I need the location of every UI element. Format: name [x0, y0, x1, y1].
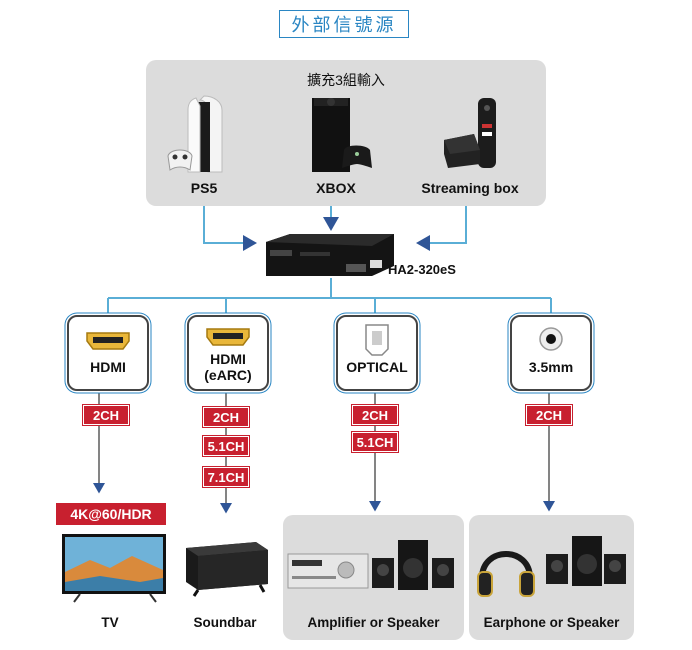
- port-hdmi-earc-label: HDMI (eARC): [204, 351, 252, 383]
- port-hdmi-earc: HDMI (eARC): [187, 315, 269, 391]
- port-hdmi: HDMI: [67, 315, 149, 391]
- hdmi-port-icon: [86, 332, 130, 350]
- ps5-connector: [203, 206, 257, 251]
- soundbar-label: Soundbar: [193, 615, 257, 630]
- earphone-speaker-label: Earphone or Speaker: [483, 615, 620, 630]
- streaming-box-image: [444, 98, 496, 168]
- badge-earc-2ch: 2CH: [203, 407, 249, 427]
- audio-jack-icon: [539, 327, 563, 351]
- port-3-5mm-label: 3.5mm: [528, 359, 574, 375]
- badge-earc-7-1ch: 7.1CH: [203, 467, 249, 487]
- amplifier-speaker-image: [287, 540, 454, 590]
- optical-port-icon: [365, 324, 389, 356]
- badge-optical-2ch: 2CH: [352, 405, 398, 425]
- earphone-speaker-image: [477, 536, 626, 597]
- soundbar-image: [186, 542, 268, 597]
- badge-earc-5-1ch: 5.1CH: [203, 436, 249, 456]
- sources-heading: 擴充3組輸入: [307, 72, 385, 88]
- tv-label: TV: [101, 615, 119, 630]
- port-3-5mm: 3.5mm: [510, 315, 592, 391]
- streaming-box-label: Streaming box: [421, 180, 519, 196]
- hdmi-earc-port-icon: [206, 328, 250, 346]
- badge-optical-5-1ch: 5.1CH: [352, 432, 398, 452]
- port-optical-label: OPTICAL: [346, 359, 408, 375]
- page-title: 外部信號源: [279, 10, 409, 38]
- xbox-image: [312, 98, 372, 172]
- streaming-connector: [416, 206, 467, 251]
- ps5-label: PS5: [190, 180, 218, 196]
- badge-3-5mm-2ch: 2CH: [526, 405, 572, 425]
- resolution-badge: 4K@60/HDR: [56, 503, 166, 525]
- tv-image: [62, 534, 166, 603]
- ps5-image: [167, 95, 223, 173]
- xbox-label: XBOX: [316, 180, 356, 196]
- amplifier-speaker-label: Amplifier or Speaker: [307, 615, 440, 630]
- device-name: HA2-320eS: [388, 262, 456, 277]
- port-optical: OPTICAL: [336, 315, 418, 391]
- badge-hdmi-2ch: 2CH: [83, 405, 129, 425]
- ha2-320es-device: [266, 234, 394, 276]
- port-hdmi-label: HDMI: [90, 359, 126, 375]
